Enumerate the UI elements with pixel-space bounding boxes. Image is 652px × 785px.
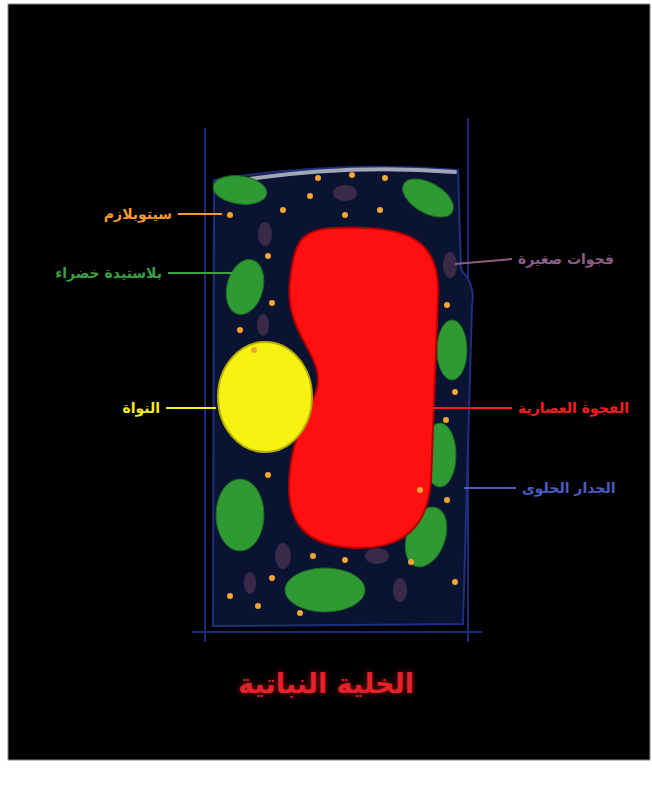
granule — [342, 557, 348, 563]
leader-line — [178, 213, 222, 215]
granule — [269, 300, 275, 306]
granule — [237, 327, 243, 333]
chloroplasts — [211, 171, 467, 612]
granule — [227, 593, 233, 599]
granule — [307, 193, 313, 199]
leader-line — [427, 407, 512, 409]
granule — [265, 253, 271, 259]
granule — [408, 559, 414, 565]
granule — [444, 497, 450, 503]
granule — [349, 172, 355, 178]
granule — [444, 302, 450, 308]
part-label: فجوات صغيرة — [518, 251, 614, 268]
granule — [310, 553, 316, 559]
granule — [269, 575, 275, 581]
granule — [280, 207, 286, 213]
black-panel — [8, 4, 650, 760]
part-label: الجدار الخلوى — [522, 480, 615, 497]
part-label: النواة — [122, 400, 160, 417]
leader-line — [168, 272, 232, 274]
part-label: الفجوة العصارية — [518, 400, 629, 417]
leader-line — [455, 259, 512, 264]
granule — [227, 212, 233, 218]
part-label: بلاستيدة خضراء — [55, 265, 162, 282]
granule — [452, 579, 458, 585]
granule — [377, 207, 383, 213]
leader-line — [166, 407, 216, 409]
cell-wall — [192, 118, 482, 642]
granule — [297, 610, 303, 616]
granule — [251, 347, 257, 353]
granule — [315, 175, 321, 181]
granule — [417, 487, 423, 493]
granule — [452, 389, 458, 395]
granule — [265, 472, 271, 478]
cytoplasm-granules — [227, 172, 458, 616]
granule — [342, 212, 348, 218]
part-label: سيتوبلازم — [104, 206, 172, 223]
granule — [255, 603, 261, 609]
granule — [443, 417, 449, 423]
caption: الخلية النباتية — [0, 668, 652, 699]
cytoplasm — [213, 167, 473, 626]
granule — [382, 175, 388, 181]
leader-line — [464, 487, 516, 489]
nucleus — [218, 342, 312, 452]
